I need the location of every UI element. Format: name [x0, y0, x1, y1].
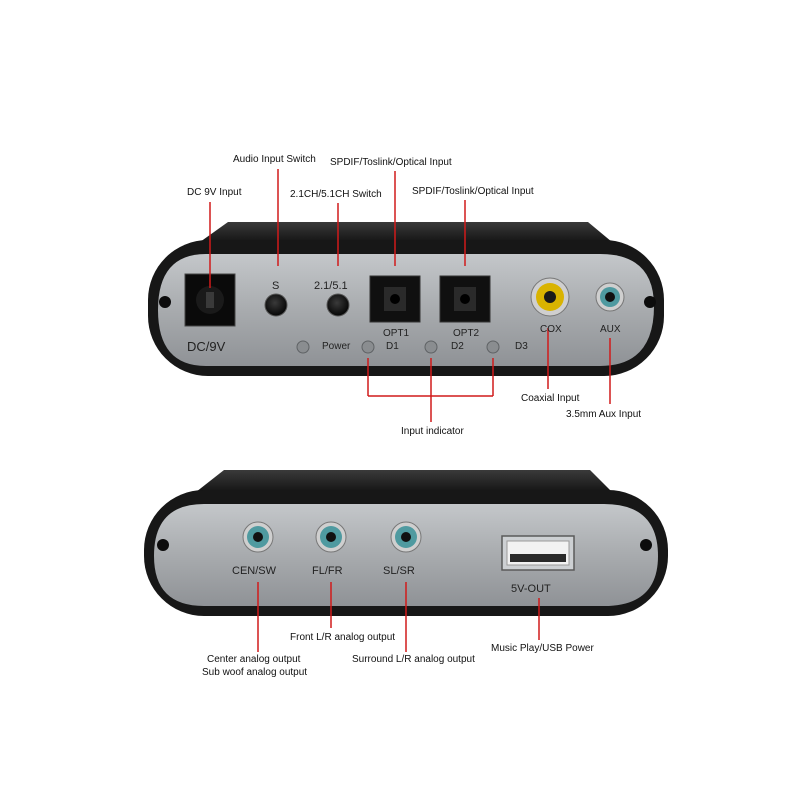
led-d1	[361, 340, 375, 354]
aux-label: AUX	[600, 324, 621, 335]
screw-icon	[159, 296, 171, 308]
channel-switch	[326, 293, 350, 317]
fl-fr-label: FL/FR	[312, 565, 343, 577]
opt2-label: OPT2	[453, 328, 480, 339]
s-label: S	[272, 280, 280, 292]
dc-label: DC/9V	[187, 339, 226, 354]
screw-icon	[157, 539, 169, 551]
callout-subwoof-output: Sub woof analog output	[202, 667, 308, 678]
d3-label: D3	[515, 341, 528, 352]
callout-aux-input: 3.5mm Aux Input	[566, 409, 642, 420]
led-d2	[424, 340, 438, 354]
top-device	[148, 222, 664, 376]
bottom-device	[144, 470, 668, 616]
usb-label: 5V-OUT	[511, 583, 551, 595]
callout-dc-input: DC 9V Input	[187, 187, 242, 198]
power-led	[296, 340, 310, 354]
callout-spdif-2: SPDIF/Toslink/Optical Input	[412, 186, 534, 197]
audio-input-switch	[264, 293, 288, 317]
callout-front-output: Front L/R analog output	[290, 632, 396, 643]
screw-icon	[640, 539, 652, 551]
top-case-lid	[200, 222, 612, 242]
callout-channel-switch: 2.1CH/5.1CH Switch	[290, 189, 382, 200]
leader-lines	[209, 169, 611, 652]
channel-label: 2.1/5.1	[314, 280, 348, 292]
callout-coaxial-input: Coaxial Input	[521, 393, 580, 404]
power-label: Power	[322, 341, 351, 352]
sl-sr-label: SL/SR	[383, 565, 415, 577]
cox-label: COX	[540, 324, 562, 335]
callout-usb-power: Music Play/USB Power	[491, 643, 594, 654]
bottom-case-lid	[196, 470, 612, 492]
opt1-label: OPT1	[383, 328, 410, 339]
cen-sw-label: CEN/SW	[232, 565, 276, 577]
callout-surround-output: Surround L/R analog output	[352, 654, 475, 665]
led-d3	[486, 340, 500, 354]
d1-label: D1	[386, 341, 399, 352]
screw-icon	[644, 296, 656, 308]
callout-spdif-1: SPDIF/Toslink/Optical Input	[330, 157, 452, 168]
callout-center-output: Center analog output	[207, 654, 301, 665]
callout-audio-input-switch: Audio Input Switch	[233, 154, 316, 165]
d2-label: D2	[451, 341, 464, 352]
callout-input-indicator: Input indicator	[401, 426, 464, 437]
bottom-front-plate	[154, 504, 658, 606]
